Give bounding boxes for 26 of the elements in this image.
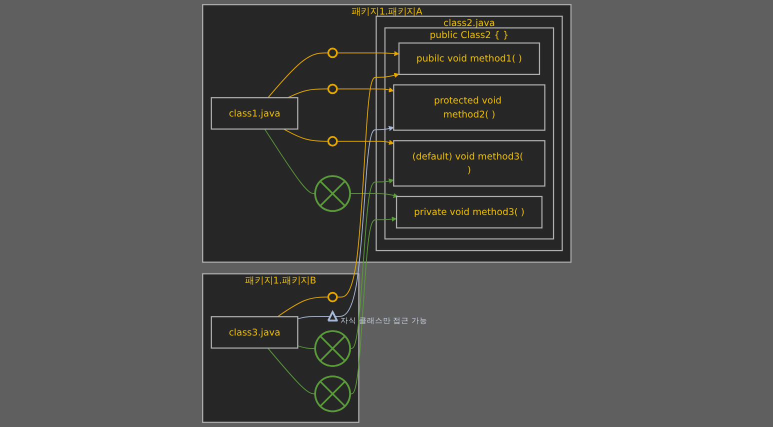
connector [282, 128, 328, 142]
connector [264, 128, 316, 194]
node-circle [327, 136, 338, 146]
connector [287, 88, 328, 98]
arrow [349, 178, 394, 349]
node-box: pubilc void method1( ) [398, 42, 540, 75]
arrow [349, 216, 396, 394]
node-box: (default) void method3( ) [392, 140, 546, 187]
connector [267, 348, 316, 394]
node-box: class1.java [210, 97, 298, 130]
connector [276, 296, 328, 318]
node-box: protected void method2( ) [392, 84, 546, 131]
arrow [334, 126, 394, 317]
node-box: private void method3( ) [396, 196, 542, 228]
node-circle [327, 292, 338, 302]
arrow [336, 140, 394, 145]
connector [296, 316, 331, 320]
arrow [336, 87, 394, 92]
connector [267, 52, 328, 98]
node-circle [327, 48, 338, 58]
node-box: class3.java [210, 316, 298, 349]
node-circle [327, 84, 338, 94]
arrow [349, 192, 398, 198]
arrow [336, 51, 399, 56]
connector [296, 345, 316, 349]
arrow [336, 72, 399, 298]
